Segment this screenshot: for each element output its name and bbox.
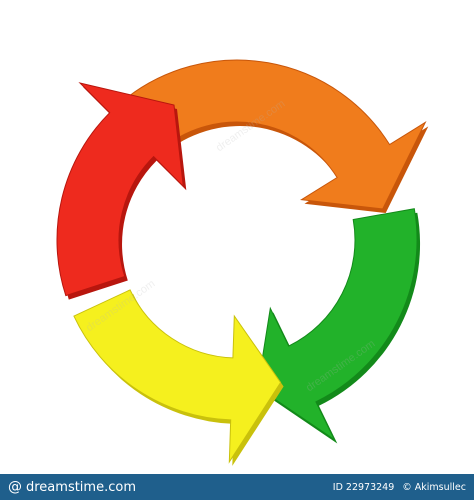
red-arrow (56, 82, 184, 297)
image-id: ID 22973249 (332, 481, 395, 493)
cycle-diagram: dreamstime.com dreamstime.com dreamstime… (56, 59, 429, 466)
brand-logo: @ dreamstime.com (8, 479, 136, 495)
cycle-svg (56, 59, 429, 466)
orange-arrow (125, 59, 427, 210)
green-arrow (257, 208, 418, 441)
yellow-arrow (73, 289, 282, 464)
image-credits: ID 22973249 © Akimsullec (333, 482, 466, 493)
author-credit: © Akimsullec (402, 481, 466, 493)
brand-name: dreamstime.com (26, 479, 136, 495)
stock-footer-bar: @ dreamstime.com ID 22973249 © Akimsulle… (0, 474, 474, 500)
spiral-logo-icon: @ (8, 479, 22, 495)
